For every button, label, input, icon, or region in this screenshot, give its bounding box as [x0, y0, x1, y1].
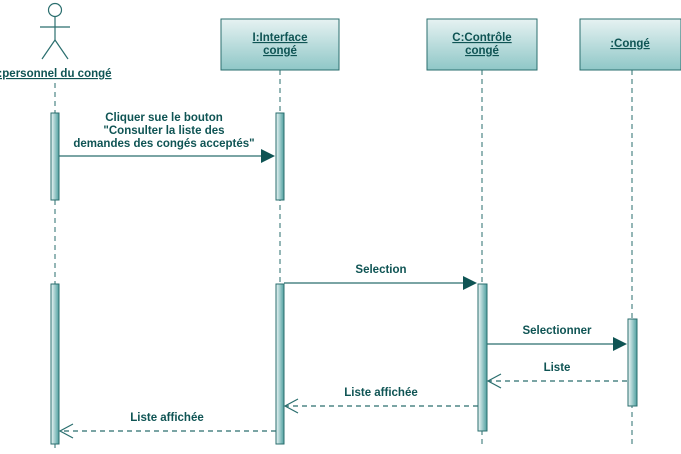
- activation-actor-1: [50, 112, 60, 201]
- activation-controle: [477, 283, 488, 432]
- message-selection: Selection: [284, 264, 477, 290]
- actor-name: :personnel du congé: [0, 68, 112, 80]
- message-5-label: Liste affichée: [344, 387, 418, 399]
- message-cliquer-bouton: Cliquer sue le bouton "Consulter la list…: [59, 112, 275, 163]
- message-selectionner: Selectionner: [487, 325, 627, 351]
- activation-actor-2: [50, 283, 60, 445]
- message-3-label: Selectionner: [522, 325, 592, 337]
- message-1-label-line1: Cliquer sue le bouton: [105, 112, 223, 124]
- stick-figure-actor-icon: [40, 2, 70, 60]
- object-controle-line2: congé: [465, 45, 499, 57]
- message-1-label-line3: demandes des congés acceptés": [73, 138, 254, 150]
- object-controle-line1: C:Contrôle: [452, 32, 511, 44]
- message-liste-affichee-2: Liste affichée: [58, 412, 276, 439]
- message-6-label: Liste affichée: [130, 412, 204, 424]
- activation-interface-1: [275, 112, 285, 201]
- message-liste-affichee-1: Liste affichée: [283, 387, 478, 414]
- message-liste: Liste: [486, 362, 627, 389]
- object-interface-conge: I:Interface congé: [220, 18, 340, 71]
- object-controle-conge: C:Contrôle congé: [426, 18, 538, 71]
- activation-interface-2: [275, 283, 285, 445]
- object-interface-line1: I:Interface: [253, 32, 308, 44]
- message-2-label: Selection: [355, 264, 406, 276]
- message-1-label-line2: "Consulter la liste des: [103, 125, 224, 137]
- message-4-label: Liste: [544, 362, 571, 374]
- object-interface-line2: congé: [263, 45, 297, 57]
- activation-conge: [627, 318, 638, 407]
- object-conge-line1: :Congé: [610, 38, 650, 50]
- object-conge: :Congé: [579, 18, 681, 71]
